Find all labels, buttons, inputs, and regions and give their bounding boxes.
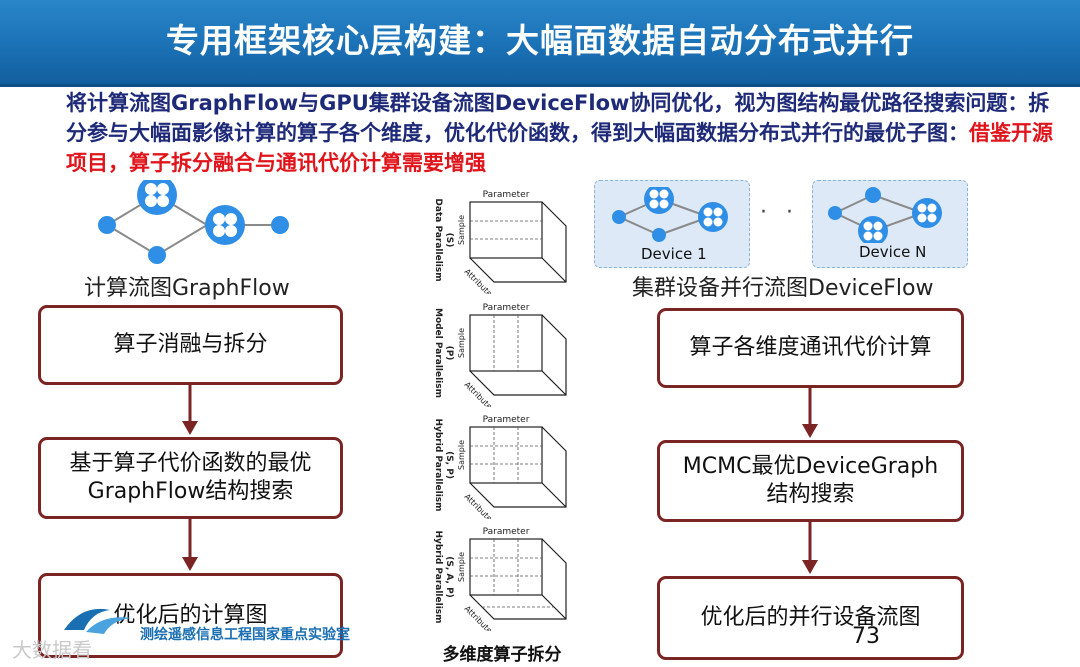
axis-attribute: Attribute: [463, 267, 494, 294]
axis-parameter: Parameter: [483, 415, 530, 425]
device-n-box: Device N: [812, 180, 968, 268]
axis-sample: Sample: [457, 215, 466, 245]
axis-attribute: Attribute: [463, 380, 494, 407]
cube-sublabel: (S, P): [444, 451, 454, 479]
axis-sample: Sample: [457, 440, 466, 470]
lab-name: 测绘遥感信息工程国家重点实验室: [140, 627, 350, 643]
cube-4: Hybrid Parallelism(S, A, P) ParameterSamp…: [433, 527, 567, 631]
axis-parameter: Parameter: [483, 303, 530, 313]
cube-label: Data Parallelism: [433, 198, 443, 281]
axis-attribute: Attribute: [463, 604, 494, 631]
intro-main-text: 将计算流图GraphFlow与GPU集群设备流图DeviceFlow协同优化，视…: [66, 91, 1050, 145]
axis-parameter: Parameter: [483, 190, 530, 200]
deviceflow-caption: 集群设备并行流图DeviceFlow: [632, 276, 934, 301]
intro-paragraph: 将计算流图GraphFlow与GPU集群设备流图DeviceFlow协同优化，视…: [66, 88, 1056, 178]
lab-logo-icon: [64, 608, 132, 634]
device-ellipsis: · · ·: [760, 200, 825, 225]
graphflow-diagram: [98, 180, 289, 264]
watermark: 大数据看: [12, 638, 92, 662]
cube-sublabel: (S, A, P): [444, 556, 454, 598]
cube-label: Model Parallelism: [433, 308, 443, 398]
cube-label: Hybrid Parallelism: [433, 418, 443, 511]
cube-sublabel: (S): [444, 233, 454, 248]
header-divider: [0, 84, 1080, 87]
page-number: 73: [852, 624, 880, 649]
device-n-label: Device N: [859, 243, 927, 261]
device-1-box: Device 1: [594, 180, 750, 268]
cube-sublabel: (P): [444, 346, 454, 361]
device-1-graph: [612, 187, 728, 242]
cube-1: Data Parallelism(S) ParameterSampleAttrib…: [433, 190, 567, 294]
center-caption: 多维度算子拆分: [442, 645, 562, 665]
axis-sample: Sample: [457, 552, 466, 582]
right-flow-step-2: MCMC最优DeviceGraph结构搜索: [657, 440, 964, 522]
left-flow-step-2: 基于算子代价函数的最优GraphFlow结构搜索: [38, 437, 343, 519]
right-flow-step-1: 算子各维度通讯代价计算: [657, 308, 964, 388]
cube-2: Model Parallelism(P) ParameterSampleAttri…: [433, 303, 567, 407]
slide-header: [0, 0, 1080, 84]
graphflow-caption: 计算流图GraphFlow: [84, 276, 290, 301]
device-n-graph: [828, 187, 942, 243]
left-arrow-1: [182, 385, 198, 435]
cube-label: Hybrid Parallelism: [433, 530, 443, 623]
axis-parameter: Parameter: [483, 527, 530, 537]
left-flow-step-1: 算子消融与拆分: [38, 305, 343, 385]
intro-highlight-text: 借鉴开源项目，算子拆分融合与通讯代价计算需要增强: [66, 121, 1053, 175]
axis-sample: Sample: [457, 328, 466, 358]
device-1-label: Device 1: [641, 245, 707, 263]
left-arrow-2: [182, 519, 198, 571]
right-flow-step-3: 优化后的并行设备流图: [657, 576, 964, 660]
right-arrow-1: [802, 388, 818, 438]
axis-attribute: Attribute: [463, 492, 494, 519]
right-arrow-2: [802, 522, 818, 574]
slide-title: 专用框架核心层构建：大幅面数据自动分布式并行: [166, 21, 914, 60]
cube-3: Hybrid Parallelism(S, P) ParameterSampleA…: [433, 415, 567, 519]
